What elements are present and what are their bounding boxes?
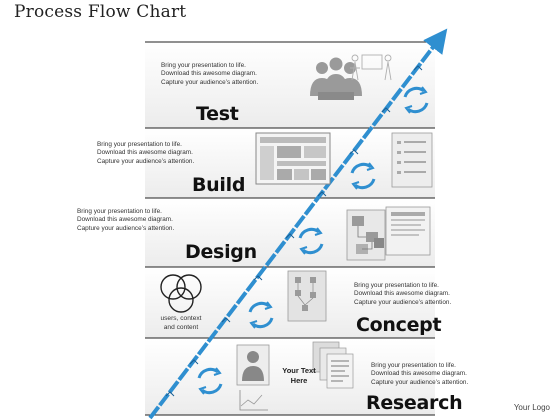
description-line: Capture your audience’s attention. bbox=[354, 298, 452, 306]
logo-text: Your Logo bbox=[513, 403, 550, 412]
step-label-test: Test bbox=[196, 103, 239, 125]
description-line: Download this awesome diagram. bbox=[77, 216, 173, 224]
step-label-design: Design bbox=[185, 241, 257, 263]
arrow-chevrons bbox=[165, 65, 423, 397]
step-description-build: Bring your presentation to life. Downloa… bbox=[97, 141, 194, 166]
description-line: Bring your presentation to life. bbox=[161, 62, 246, 69]
step-description-test: Bring your presentation to life. Downloa… bbox=[161, 62, 258, 87]
cycle-icon-design bbox=[298, 227, 324, 255]
flowchart-document-icon bbox=[287, 270, 327, 322]
step-description-concept: Bring your presentation to life. Downloa… bbox=[354, 282, 451, 307]
checklist-document-icon bbox=[391, 132, 433, 188]
profile-card-icon bbox=[236, 344, 270, 386]
cycle-icon-research bbox=[197, 367, 223, 395]
your-text-line: Your Text bbox=[282, 366, 316, 375]
description-line: Bring your presentation to life. bbox=[371, 362, 456, 369]
venn-caption: users, context and content bbox=[157, 314, 205, 332]
cycle-icon-concept bbox=[248, 301, 274, 329]
step-label-research: Research bbox=[366, 392, 463, 414]
description-line: Download this awesome diagram. bbox=[161, 70, 257, 78]
description-line: Capture your audience’s attention. bbox=[97, 157, 195, 165]
description-line: Capture your audience’s attention. bbox=[371, 378, 469, 386]
wireframe-layout-icon bbox=[255, 132, 331, 185]
step-description-research: Bring your presentation to life. Downloa… bbox=[371, 362, 468, 387]
cycle-icon-build bbox=[350, 162, 376, 190]
step-panel-test bbox=[145, 42, 435, 128]
description-line: Capture your audience’s attention. bbox=[161, 78, 259, 86]
venn-diagram-icon bbox=[160, 274, 202, 313]
sitemap-icon bbox=[346, 206, 431, 261]
venn-caption-line: and content bbox=[163, 324, 199, 331]
step-label-concept: Concept bbox=[356, 314, 442, 336]
step-separator-lines bbox=[145, 41, 435, 416]
venn-caption-line: users, context bbox=[160, 315, 202, 322]
step-description-design: Bring your presentation to life. Downloa… bbox=[77, 208, 174, 233]
description-line: Download this awesome diagram. bbox=[97, 149, 193, 157]
page-title: Process Flow Chart bbox=[14, 2, 187, 22]
step-label-build: Build bbox=[192, 174, 246, 196]
your-text-placeholder: Your Text Here bbox=[276, 366, 322, 386]
line-graph-icon bbox=[239, 390, 268, 411]
your-text-line: Here bbox=[290, 376, 308, 385]
description-line: Bring your presentation to life. bbox=[77, 208, 162, 215]
description-line: Capture your audience’s attention. bbox=[77, 224, 175, 232]
presentation-sketch-icon bbox=[350, 54, 392, 81]
description-line: Bring your presentation to life. bbox=[354, 282, 439, 289]
cycle-icon-test bbox=[403, 86, 429, 114]
description-line: Download this awesome diagram. bbox=[354, 290, 450, 298]
stacked-documents-icon bbox=[312, 341, 354, 389]
description-line: Download this awesome diagram. bbox=[371, 370, 467, 378]
description-line: Bring your presentation to life. bbox=[97, 141, 182, 148]
people-group-icon bbox=[310, 57, 362, 100]
step-panel-research bbox=[145, 339, 435, 415]
